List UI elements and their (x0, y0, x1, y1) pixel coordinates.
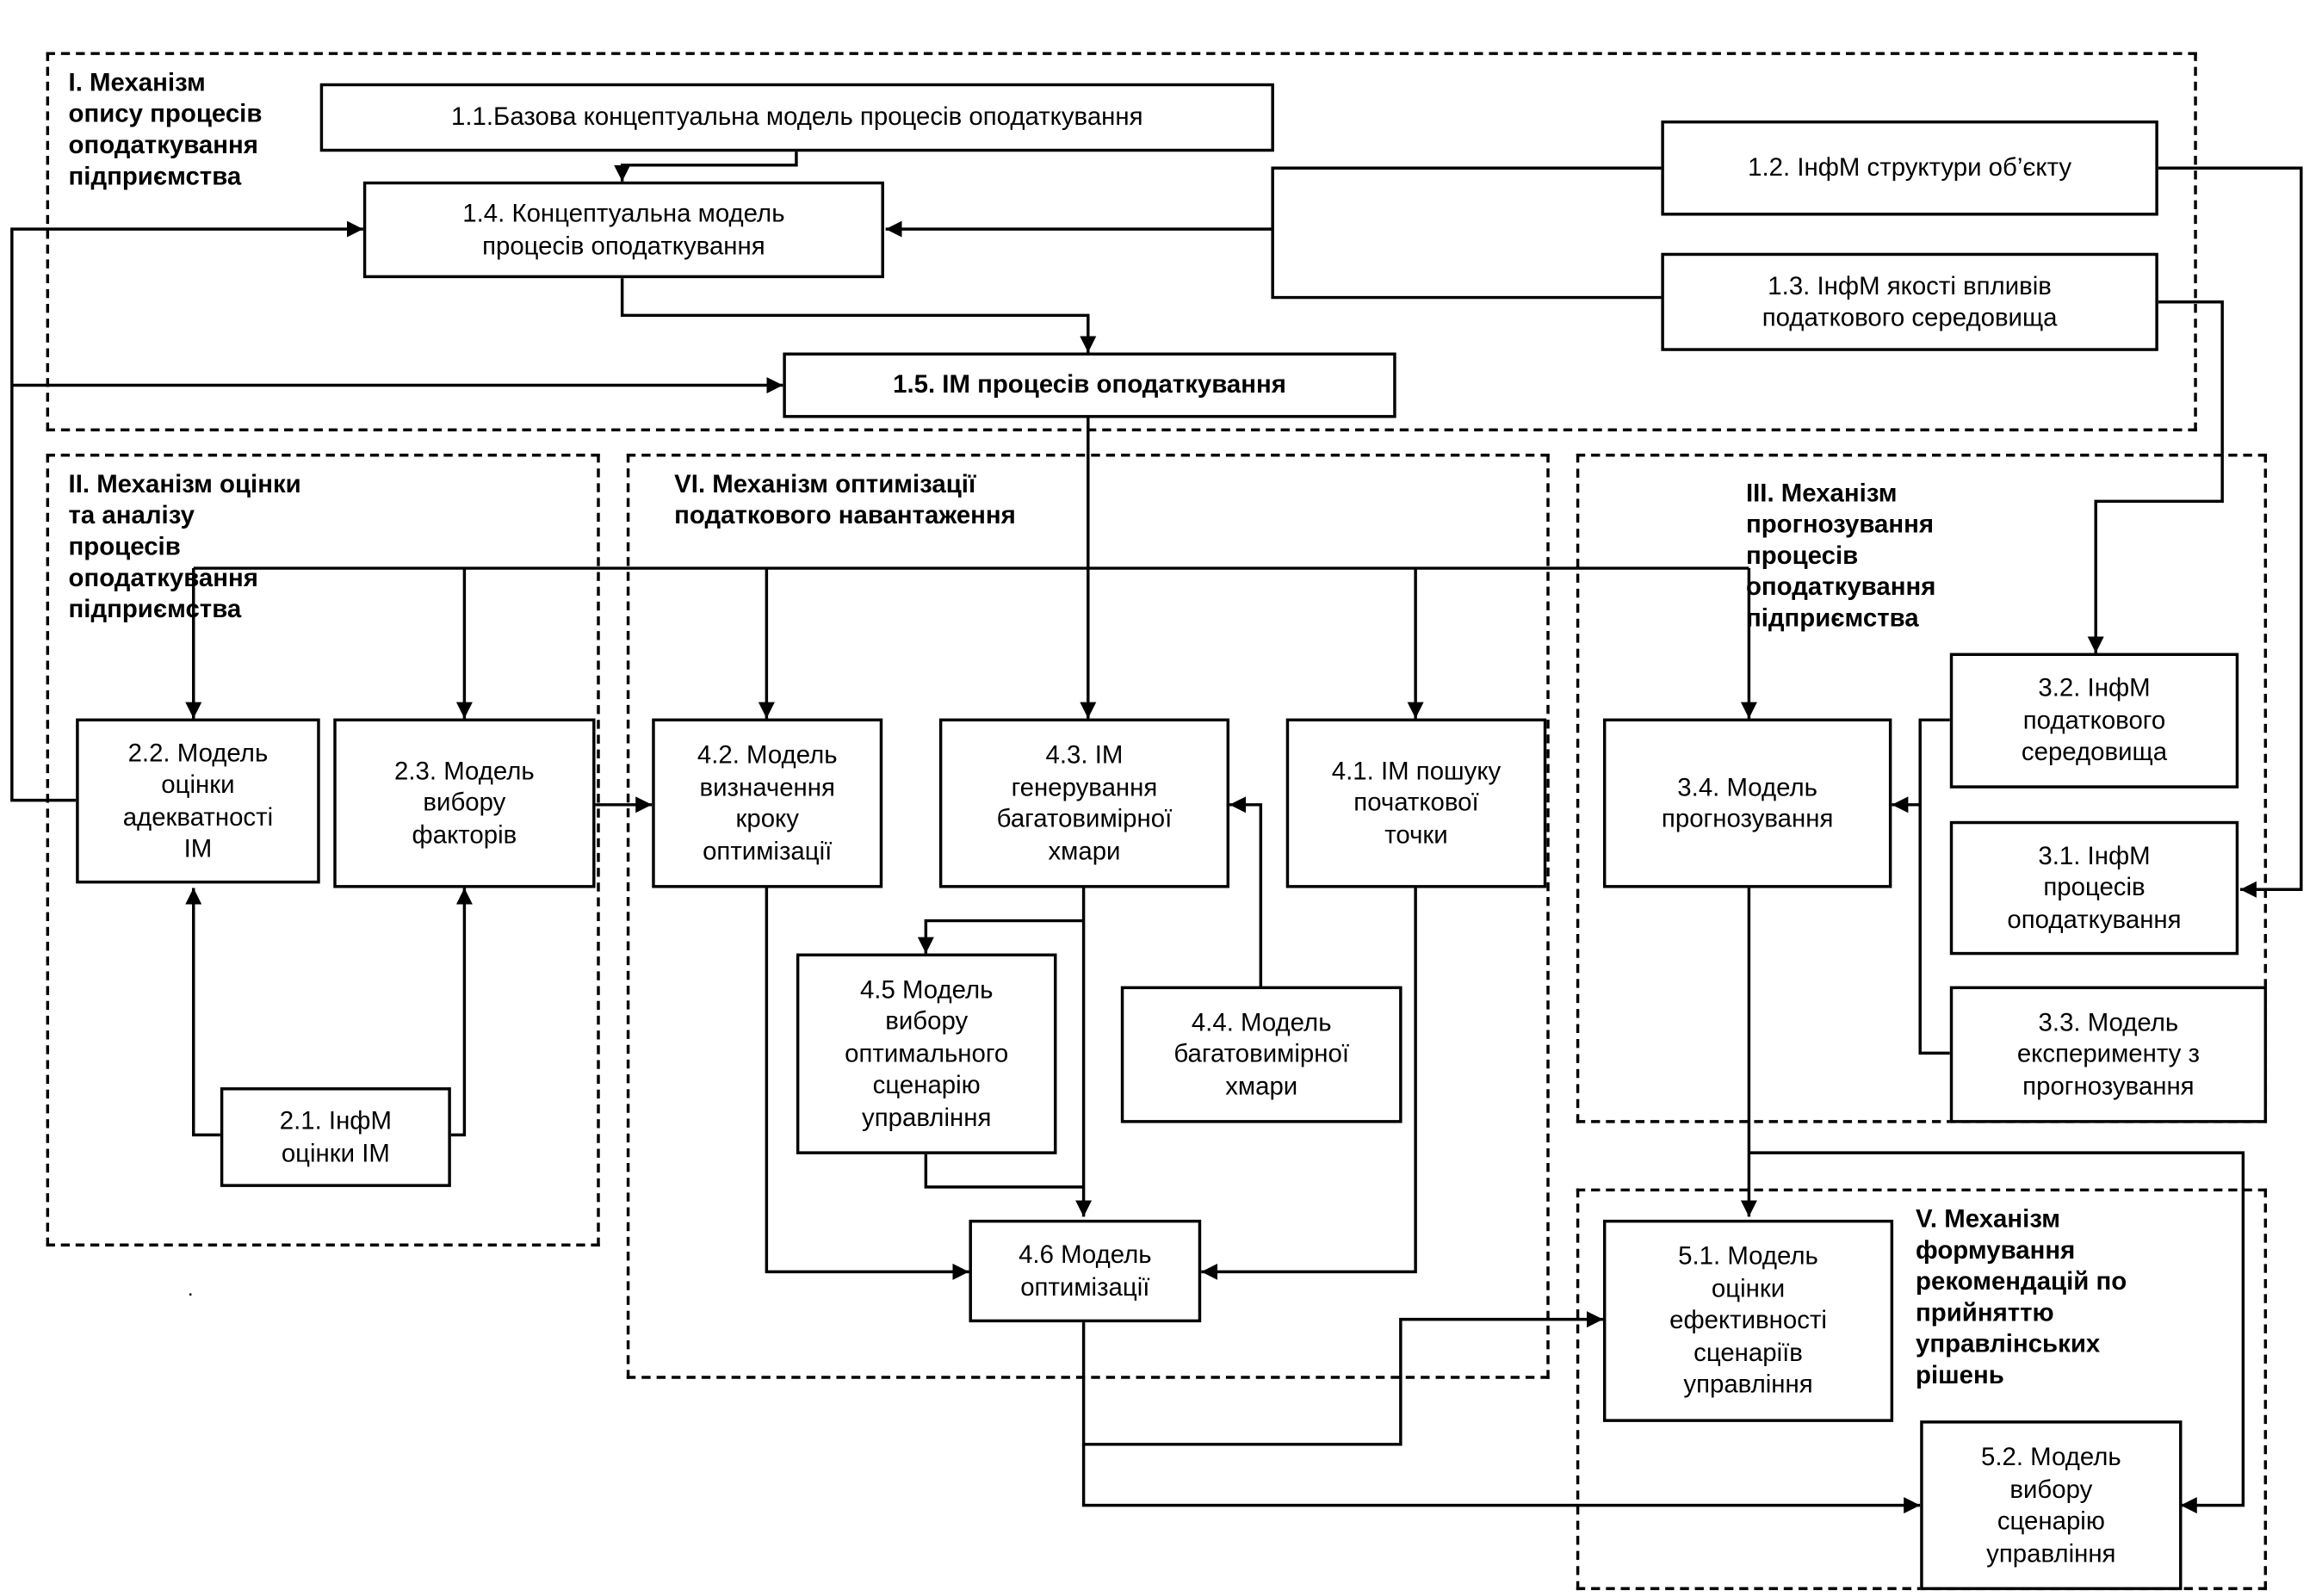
box-1-4-conceptual-model: 1.4. Концептуальна модель процесів опода… (362, 181, 884, 279)
group-iii-title: III. Механізм прогнозування процесів опо… (1745, 479, 1936, 633)
group-ii-frame (46, 454, 600, 1246)
box-3-1-infm-taxation-processes: 3.1. ІнфМ процесів оподаткування (1949, 820, 2239, 956)
box-4-6-optimization-model: 4.6 Модель оптимізації (969, 1219, 1202, 1323)
box-4-4-multidimensional-cloud-model: 4.4. Модель багатовимірної хмари (1120, 986, 1402, 1123)
group-vi-title: VI. Механізм оптимізації податкового нав… (674, 470, 1016, 530)
box-4-5-optimal-scenario-model: 4.5 Модель вибору оптимального сценарію … (796, 953, 1057, 1154)
box-1-3-infm-environment-quality: 1.3. ІнфМ якості впливів податкового сер… (1661, 252, 2158, 351)
box-2-3-factor-selection-model: 2.3. Модель вибору факторів (333, 718, 596, 888)
box-3-4-forecasting-model: 3.4. Модель прогнозування (1602, 718, 1892, 888)
box-3-2-infm-tax-environment: 3.2. ІнфМ податкового середовища (1949, 653, 2239, 789)
group-i-frame (46, 52, 2197, 432)
group-iii-frame (1576, 454, 2268, 1123)
group-i-title: I. Механізм опису процесів оподаткування… (68, 68, 263, 191)
stray-dot: . (187, 1276, 194, 1301)
box-1-5-im-taxation-processes: 1.5. ІМ процесів оподаткування (783, 352, 1396, 418)
box-2-1-infm-im-evaluation: 2.1. ІнфМ оцінки ІМ (220, 1087, 451, 1187)
group-ii-title: II. Механізм оцінки та аналізу процесів … (68, 470, 301, 623)
box-4-3-cloud-generation-im: 4.3. ІМ генерування багатовимірної хмари (938, 718, 1230, 888)
group-v-title: V. Механізм формування рекомендацій по п… (1916, 1204, 2127, 1389)
box-3-3-forecast-experiment-model: 3.3. Модель експерименту з прогнозування (1949, 986, 2268, 1123)
box-1-2-infm-object-structure: 1.2. ІнфМ структури об’єкту (1661, 120, 2158, 216)
box-4-1-initial-point-im: 4.1. ІМ пошуку початкової точки (1285, 718, 1547, 888)
box-1-1-base-conceptual-model: 1.1.Базова концептуальна модель процесів… (319, 83, 1274, 152)
box-5-2-scenario-choice-model: 5.2. Модель вибору сценарію управління (1920, 1420, 2183, 1591)
box-2-2-adequacy-model: 2.2. Модель оцінки адекватності ІМ (76, 718, 320, 884)
box-5-1-scenario-efficiency-model: 5.1. Модель оцінки ефективності сценарії… (1602, 1219, 1894, 1422)
box-4-2-step-model: 4.2. Модель визначення кроку оптимізації (652, 718, 883, 888)
